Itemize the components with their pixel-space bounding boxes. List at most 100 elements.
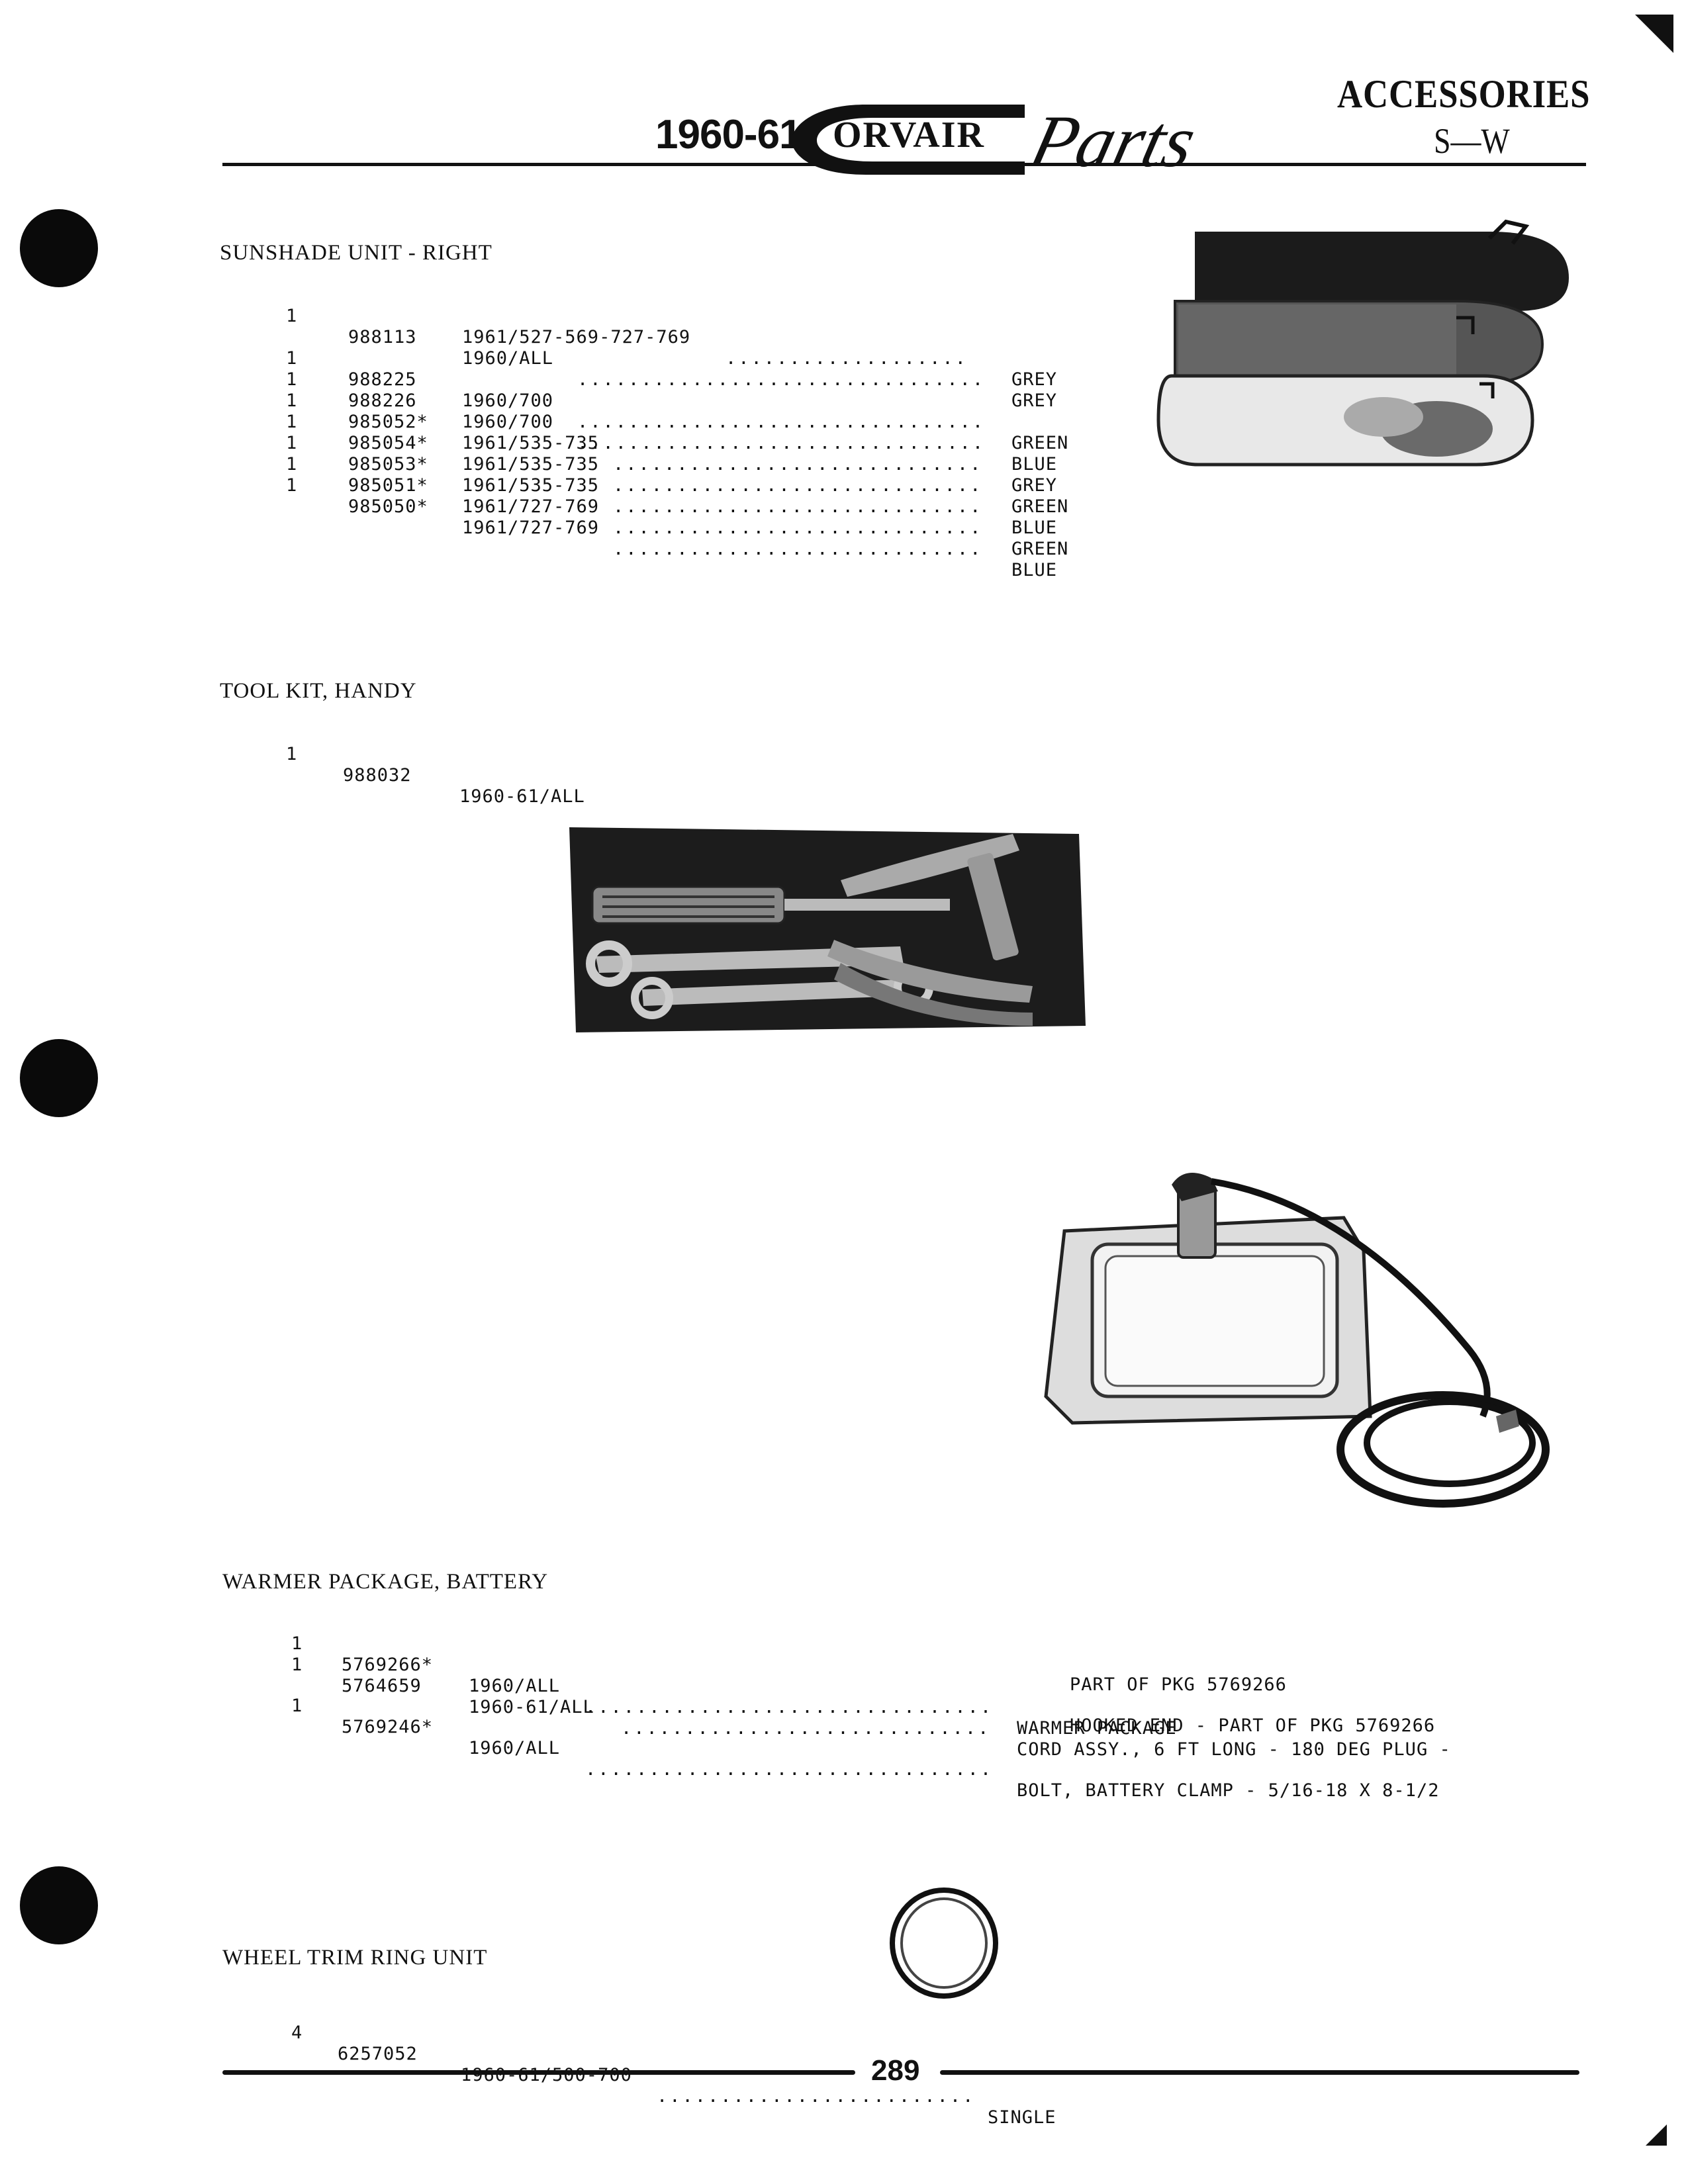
tool-kit-illustration [569, 827, 1086, 1032]
row-note: GREY [1011, 475, 1058, 496]
row-usage: 1960/700 [462, 412, 554, 432]
row-usage: 1961/535-735 [462, 475, 600, 496]
corner-mark-bottom-right [1646, 2124, 1667, 2146]
row-leader: ......................... [657, 2086, 976, 2107]
binder-hole-bottom [20, 1866, 98, 1944]
row-qty: 1 [286, 306, 298, 326]
row-qty: 1 [286, 369, 298, 390]
table-row: 1 985050* 1961/727-769 .................… [286, 454, 1056, 602]
row-usage: 1961/535-735 [462, 454, 600, 475]
row-qty: 1 [286, 475, 298, 496]
row-qty: 1 [286, 454, 298, 475]
row-note: WARMER PACKAGE [1017, 1718, 1177, 1739]
row-part: 5764659 [342, 1676, 422, 1696]
row-part: 985051* [348, 475, 428, 496]
header-range: S—W [1434, 121, 1510, 161]
row-leader: ............................. [613, 454, 983, 475]
table-row: 1 985052* 1961/535-735 .................… [286, 369, 1056, 518]
row-usage: 1961/727-769 [462, 496, 600, 517]
footer-rule-left [222, 2070, 855, 2075]
table-row: 1961/527-569-727-769 ...................… [286, 306, 1056, 412]
wheel-trim-ring-illustration [890, 1888, 998, 1999]
table-row: 1 988225 1960/700 ......................… [286, 327, 1068, 475]
row-qty: 1 [286, 412, 298, 432]
row-usage: 1960/ALL [469, 1676, 561, 1696]
row-usage: 1960/ALL [462, 348, 554, 369]
row-usage: 1960-61/500-700 [461, 2065, 632, 2085]
row-usage: 1960/ALL [469, 1738, 561, 1758]
row-note: GREEN [1011, 539, 1069, 559]
row-leader: ................... [726, 348, 968, 369]
row-leader: ............................. [613, 539, 983, 559]
row-qty: 1 [286, 433, 298, 453]
row-leader: ............................. [621, 1718, 991, 1739]
row-note: SINGLE [988, 2107, 1056, 2128]
row-part: 985052* [348, 412, 428, 432]
row-leader: ................................ [577, 433, 986, 453]
row-note: GREY [1011, 390, 1058, 411]
row-usage: 1961/527-569-727-769 [462, 327, 691, 347]
row-note: CORD ASSY., 6 FT LONG - 180 DEG PLUG - [1017, 1739, 1451, 1760]
row-note: BLUE [1011, 518, 1058, 538]
row-qty: 1 [286, 348, 298, 369]
row-note: BLUE [1011, 454, 1058, 475]
header-script: Parts [1022, 101, 1204, 183]
table-row: 1 985053* 1961/535-735 .................… [286, 412, 1056, 560]
footer-rule-right [940, 2070, 1579, 2075]
battery-warmer-illustration [1044, 1173, 1550, 1508]
row-usage: 1960-61/ALL [459, 786, 585, 807]
binder-hole-top [20, 209, 98, 287]
row-note: GREEN [1011, 433, 1069, 453]
row-leader: ............................. [613, 496, 983, 517]
row-part: 6257052 [338, 2044, 418, 2064]
table-row: 4 6257052 1960-61/500-700 ..............… [291, 2001, 1056, 2128]
row-part: 988225 [348, 369, 417, 390]
table-row-continuation: PART OF PKG 5769266 [291, 1653, 1286, 1717]
row-leader: ................................ [585, 1697, 994, 1717]
table-row: 1 5769246* 1960/ALL ....................… [291, 1674, 1438, 1823]
row-note: BLUE [1011, 560, 1058, 580]
table-row: 1 5769266* 1960/ALL ....................… [291, 1612, 1176, 1760]
row-qty: 1 [286, 390, 298, 411]
table-row: 1 985051* 1961/727-769 .................… [286, 433, 1068, 581]
row-part: 985053* [348, 454, 428, 475]
row-qty: 1 [291, 1696, 303, 1716]
row-part: 988226 [348, 390, 417, 411]
row-leader: ................................ [585, 1759, 994, 1780]
section-title-toolkit: TOOL KIT, HANDY [220, 679, 417, 703]
row-part: 985050* [348, 496, 428, 517]
row-part: 985054* [348, 433, 428, 453]
row-qty: 1 [286, 744, 298, 764]
row-part: 988113 [348, 327, 417, 347]
row-leader: ................................ [577, 369, 986, 390]
row-qty: 4 [291, 2023, 303, 2043]
row-note: BOLT, BATTERY CLAMP - 5/16-18 X 8-1/2 [1017, 1780, 1440, 1801]
row-qty: 1 [291, 1655, 303, 1675]
table-row: 1 988226 1960/700 ......................… [286, 348, 1056, 496]
row-part: 5769246* [342, 1717, 434, 1737]
row-note-continued: HOOKED END - PART OF PKG 5769266 [1070, 1715, 1436, 1736]
header-rule [222, 163, 1586, 166]
row-part: 988032 [343, 765, 412, 786]
row-usage: 1960/700 [462, 390, 554, 411]
header-category: ACCESSORIES [1337, 72, 1591, 116]
page-number: 289 [871, 2054, 920, 2087]
row-usage: 1961/727-769 [462, 518, 600, 538]
section-title-warmer: WARMER PACKAGE, BATTERY [222, 1570, 549, 1594]
table-row: 1 985054* 1961/535-735 .................… [286, 390, 1068, 539]
corvair-logo-c-icon [792, 105, 1025, 175]
row-note-continued: PART OF PKG 5769266 [1070, 1674, 1287, 1695]
row-usage: 1961/535-735 [462, 433, 600, 453]
header-brand: ORVAIR [833, 114, 985, 156]
header-year: 1960-61 [655, 112, 802, 158]
row-usage: 1960-61/ALL [469, 1697, 594, 1717]
corner-mark-top-right [1635, 15, 1673, 53]
table-row-continuation: HOOKED END - PART OF PKG 5769266 [291, 1694, 1434, 1758]
table-row: 1 988113 1960/ALL ......................… [286, 285, 1056, 433]
row-note: GREEN [1011, 496, 1069, 517]
sunshade-illustration [1156, 219, 1569, 467]
row-qty: 1 [291, 1633, 303, 1654]
row-leader: ............................. [613, 475, 983, 496]
row-note: GREY [1011, 369, 1058, 390]
binder-hole-middle [20, 1039, 98, 1117]
